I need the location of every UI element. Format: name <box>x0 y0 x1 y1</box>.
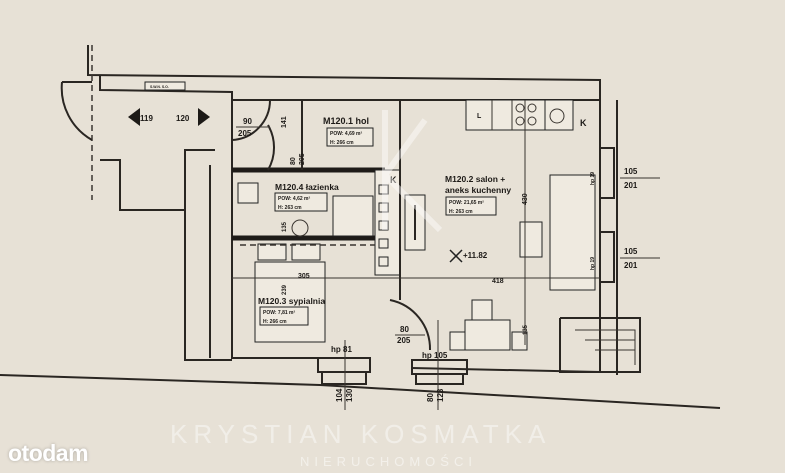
svg-text:119: 119 <box>140 114 153 123</box>
svg-text:430: 430 <box>522 193 529 205</box>
dimension-labels: 119 120 S.W.N. S.O. 90 205 141 80 205 13… <box>140 85 638 402</box>
watermark: KRYSTIAN KOSMATKA NIERUCHOMOŚCI <box>170 110 551 469</box>
svg-text:418: 418 <box>492 278 504 285</box>
stove-burner-icon <box>515 103 525 113</box>
stairs-up-arrow-icon <box>198 108 210 126</box>
svg-text:H: 266 cm: H: 266 cm <box>330 140 354 146</box>
sink-icon <box>549 108 565 124</box>
room-salon: M120.2 salon + aneks kuchenny POW: 21,65… <box>445 174 511 216</box>
svg-text:POW: 21,65 m²: POW: 21,65 m² <box>449 200 484 206</box>
svg-text:M120.1 hol: M120.1 hol <box>323 116 369 126</box>
kitchen-counter <box>465 99 555 131</box>
ventilation-shaft <box>378 184 389 267</box>
svg-text:POW: 7,81 m²: POW: 7,81 m² <box>263 310 295 316</box>
svg-text:M120.4 łazienka: M120.4 łazienka <box>275 182 339 192</box>
svg-text:hp 19: hp 19 <box>590 172 596 185</box>
toilet-icon <box>237 182 259 204</box>
svg-text:hp 19: hp 19 <box>590 257 596 270</box>
svg-text:80: 80 <box>290 157 297 165</box>
svg-text:POW: 4,69 m²: POW: 4,69 m² <box>330 131 362 137</box>
svg-text:80: 80 <box>426 393 435 402</box>
svg-text:NIERUCHOMOŚCI: NIERUCHOMOŚCI <box>300 454 477 469</box>
room-hol: M120.1 hol POW: 4,69 m² H: 266 cm <box>323 116 374 147</box>
svg-text:105: 105 <box>624 247 638 256</box>
table-small <box>519 221 543 258</box>
svg-text:201: 201 <box>624 181 638 190</box>
svg-text:90: 90 <box>243 117 252 126</box>
dining-table <box>464 319 511 351</box>
svg-text:80: 80 <box>400 325 409 334</box>
svg-text:S.W.N. S.O.: S.W.N. S.O. <box>150 85 169 89</box>
room-lazienka: M120.4 łazienka POW: 4,62 m² H: 263 cm <box>274 182 339 212</box>
level-marker-icon <box>449 249 463 263</box>
svg-text:H: 263 cm: H: 263 cm <box>449 209 473 215</box>
svg-text:305: 305 <box>298 273 310 280</box>
svg-text:K: K <box>390 175 397 185</box>
bathtub <box>332 195 374 237</box>
svg-text:104: 104 <box>335 388 344 402</box>
svg-text:hp 105: hp 105 <box>422 351 448 360</box>
svg-text:205: 205 <box>299 153 306 165</box>
svg-text:M120.2 salon +: M120.2 salon + <box>445 174 505 184</box>
otodam-logo: otodam <box>8 440 89 466</box>
svg-text:135: 135 <box>523 324 529 335</box>
svg-text:L: L <box>477 113 482 120</box>
sofa <box>549 174 596 291</box>
svg-text:201: 201 <box>624 261 638 270</box>
room-sypialnia: M120.3 sypialnia POW: 7,81 m² H: 266 cm <box>258 296 325 326</box>
svg-text:aneks kuchenny: aneks kuchenny <box>445 185 511 195</box>
svg-text:105: 105 <box>624 167 638 176</box>
doors <box>231 99 432 351</box>
svg-text:130: 130 <box>345 388 354 402</box>
svg-text:KRYSTIAN KOSMATKA: KRYSTIAN KOSMATKA <box>170 419 551 449</box>
svg-text:hp 81: hp 81 <box>331 345 352 354</box>
washbasin-icon <box>291 219 309 237</box>
svg-text:205: 205 <box>397 336 411 345</box>
svg-text:141: 141 <box>281 116 288 128</box>
watermark-logo-icon <box>382 110 443 233</box>
svg-text:135: 135 <box>282 221 288 232</box>
bed <box>254 261 326 343</box>
svg-text:H: 263 cm: H: 263 cm <box>278 205 302 211</box>
svg-text:POW: 4,62 m²: POW: 4,62 m² <box>278 196 310 202</box>
svg-text:H: 266 cm: H: 266 cm <box>263 319 287 325</box>
svg-text:K: K <box>580 118 587 128</box>
svg-text:123: 123 <box>436 388 445 402</box>
svg-text:120: 120 <box>176 114 190 123</box>
svg-text:M120.3 sypialnia: M120.3 sypialnia <box>258 296 325 306</box>
svg-text:239: 239 <box>282 284 288 295</box>
svg-text:205: 205 <box>238 129 252 138</box>
stairs-down-arrow-icon <box>128 108 140 126</box>
furniture <box>128 81 660 410</box>
svg-text:+11.82: +11.82 <box>463 251 488 260</box>
